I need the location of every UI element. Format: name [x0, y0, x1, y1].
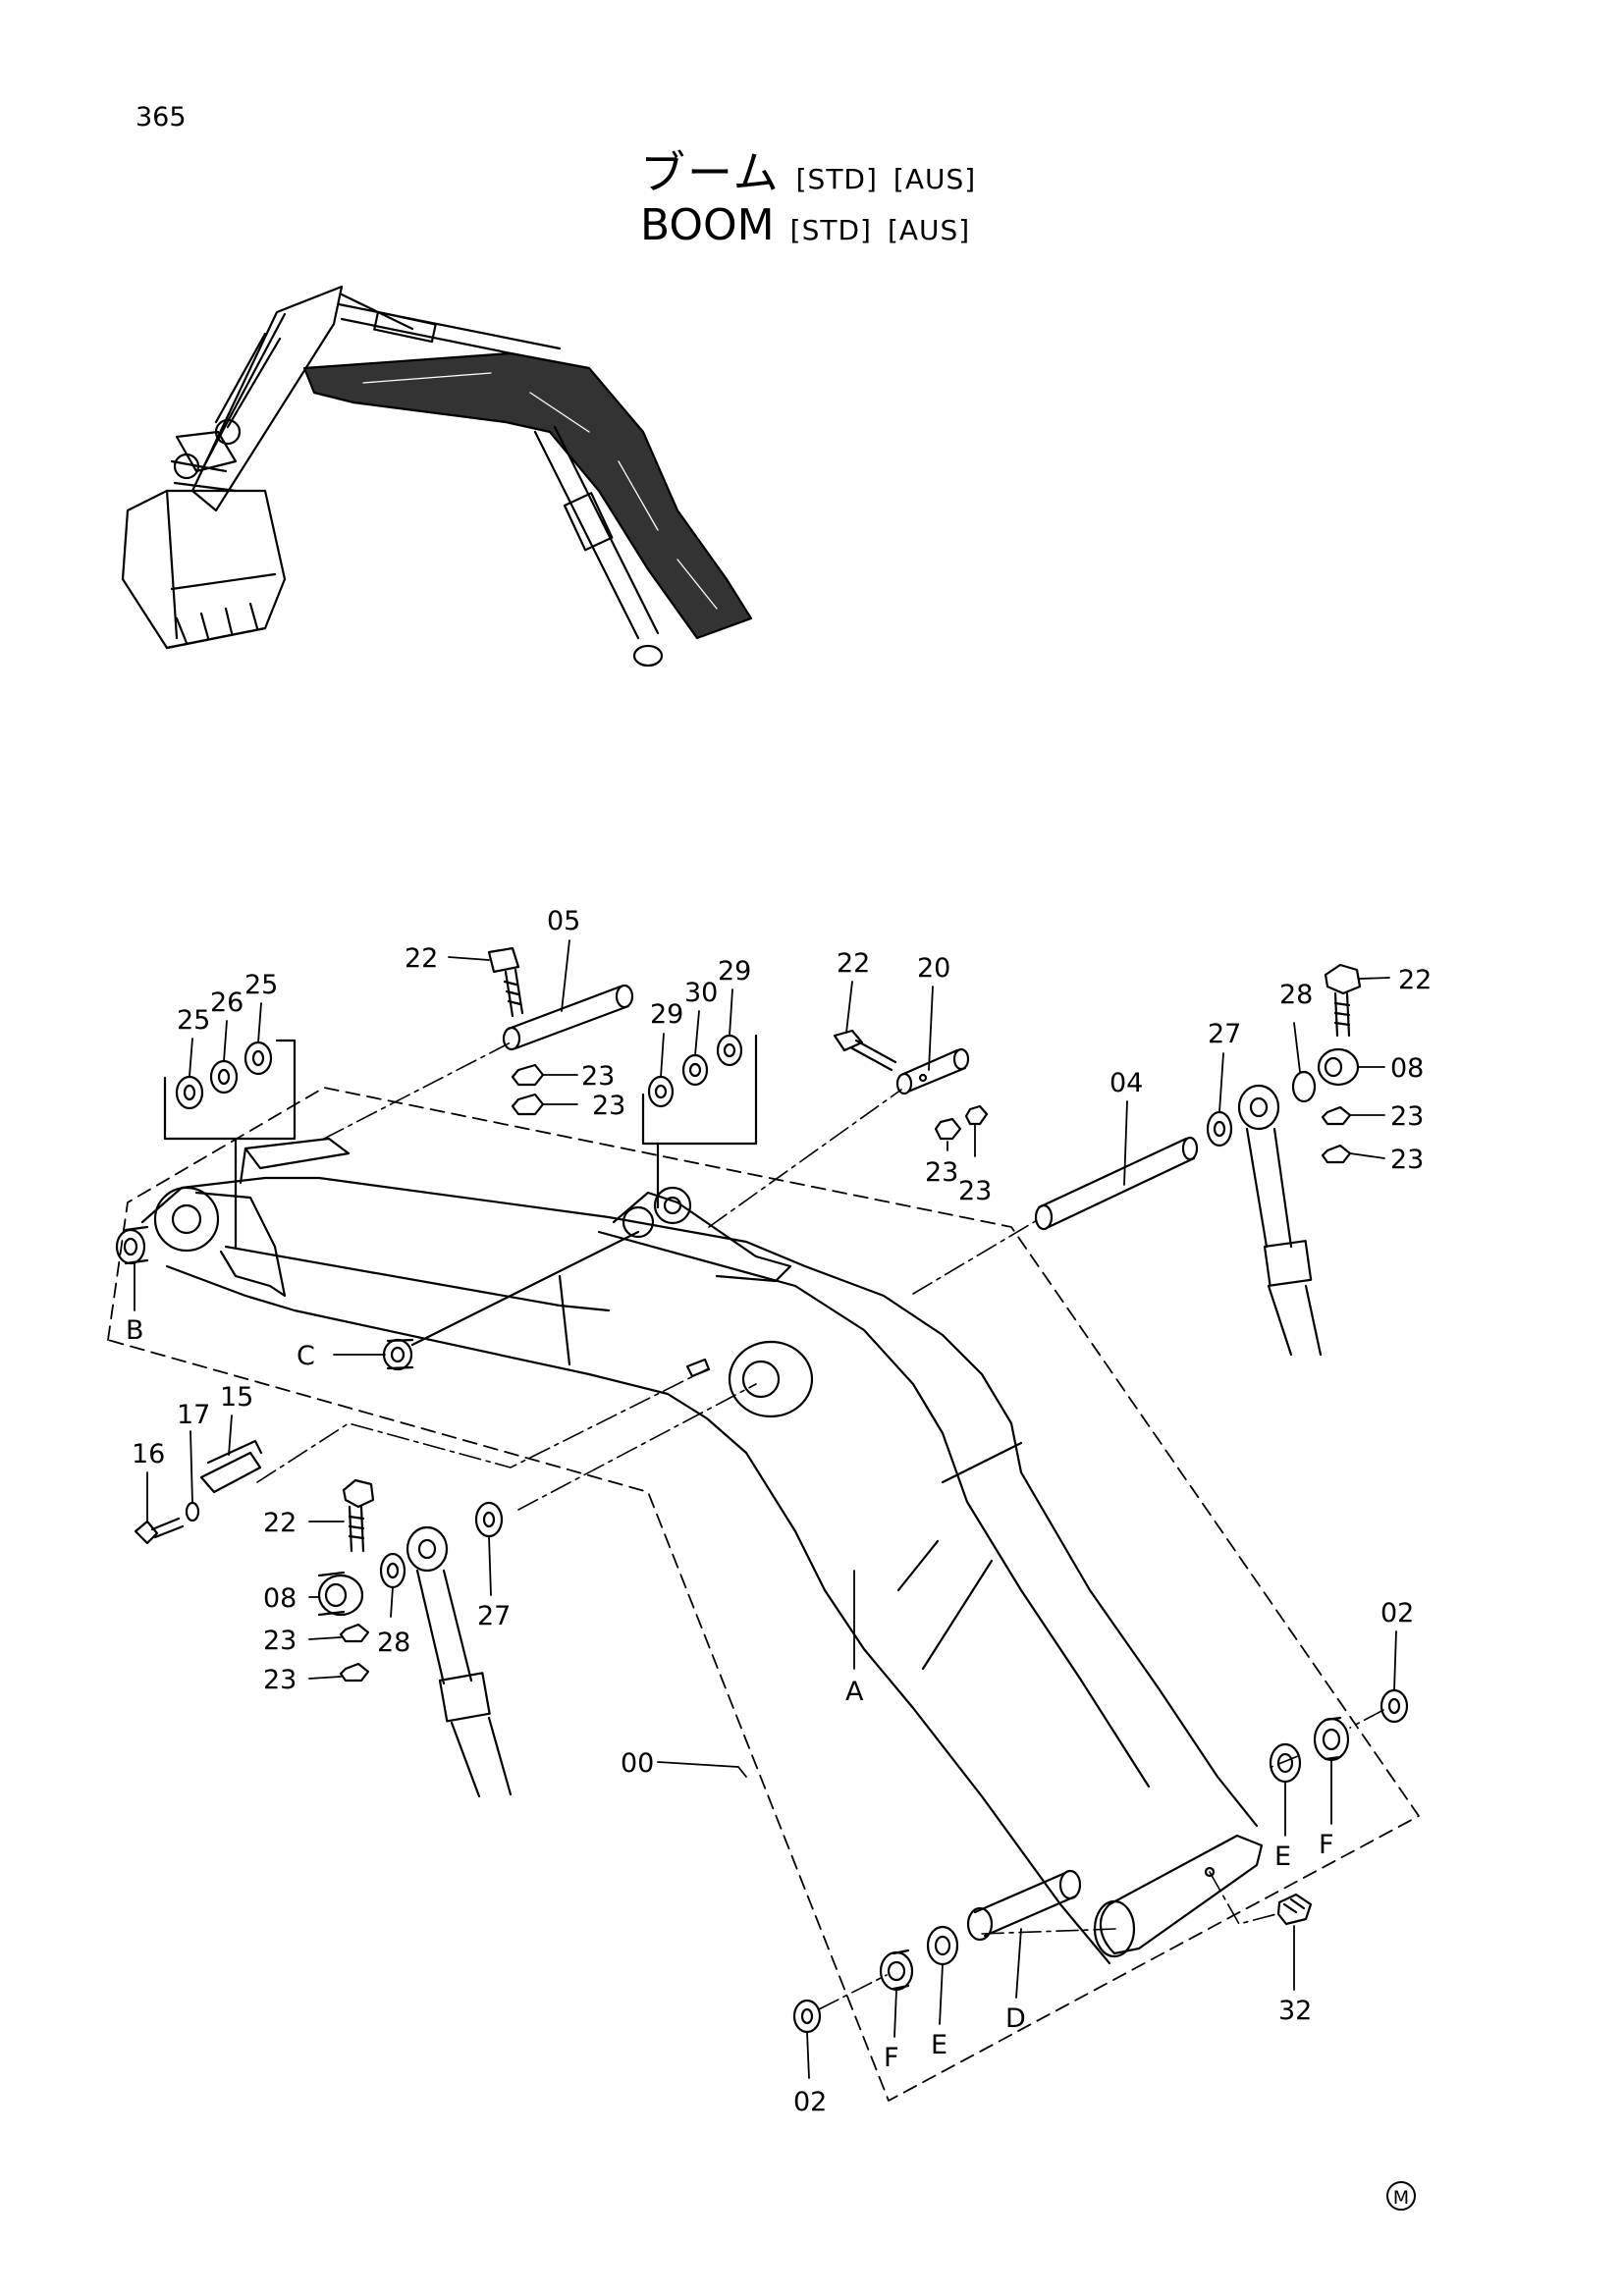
callout-c: C [297, 1341, 315, 1371]
pin-04 [1034, 1136, 1199, 1231]
callout-32: 32 [1278, 1996, 1312, 2026]
callout-23: 23 [581, 1061, 615, 1092]
tag-aus: [AUS] [887, 214, 971, 246]
title-japanese: ブーム [STD] [AUS] [640, 137, 976, 202]
tag-std: [STD] [795, 163, 878, 195]
callout-f: F [1319, 1830, 1334, 1860]
callout-22: 22 [263, 1508, 297, 1538]
callout-23: 23 [1390, 1101, 1424, 1132]
circled-m-mark: M [1386, 2181, 1416, 2211]
washers-25-26-25 [163, 1039, 297, 1249]
bolt-22-top [487, 946, 524, 1018]
callout-27: 27 [1208, 1019, 1241, 1049]
callout-23: 23 [925, 1157, 958, 1188]
bushing-c [382, 1230, 640, 1371]
callout-02: 02 [1380, 1598, 1414, 1629]
callout-25: 25 [177, 1005, 210, 1036]
callout-29: 29 [718, 956, 751, 987]
callout-00: 00 [621, 1748, 654, 1779]
callout-22: 22 [837, 948, 870, 979]
title-jp-text: ブーム [640, 146, 781, 199]
callout-27: 27 [477, 1601, 511, 1631]
callout-23: 23 [263, 1626, 297, 1656]
assembly-boundary-dashed [107, 1087, 1420, 2102]
bushing-b [115, 1225, 149, 1265]
tag-std: [STD] [789, 214, 872, 246]
callout-22: 22 [1398, 965, 1432, 995]
callout-28: 28 [377, 1628, 410, 1658]
foot-pin-group [792, 1688, 1409, 2034]
washers-29-30-29 [641, 1034, 758, 1209]
pin-05 [502, 984, 634, 1051]
callout-08: 08 [263, 1583, 297, 1614]
pin-20-and-bolt-22 [833, 1029, 989, 1141]
boom-body [140, 1137, 1264, 1965]
callout-28: 28 [1279, 980, 1313, 1010]
title-en-text: BOOM [640, 200, 775, 250]
callout-f: F [884, 2043, 899, 2073]
excavator-overview-illustration [121, 285, 753, 667]
assembly-lines [256, 1041, 1384, 2010]
title-english: BOOM [STD] [AUS] [640, 200, 970, 250]
callout-23: 23 [958, 1176, 992, 1206]
callout-02: 02 [793, 2087, 827, 2117]
callout-22: 22 [405, 943, 438, 974]
callout-23: 23 [263, 1665, 297, 1695]
callout-05: 05 [547, 906, 580, 936]
callout-labels: 05 22 25 26 25 23 23 29 30 29 22 20 23 2… [126, 906, 1432, 2117]
callout-20: 20 [917, 953, 950, 984]
callout-25: 25 [244, 970, 278, 1000]
leader-lines [134, 939, 1397, 2079]
callout-04: 04 [1109, 1068, 1143, 1098]
callout-e: E [931, 2030, 947, 2060]
callout-d: D [1005, 2003, 1026, 2034]
callout-23: 23 [1390, 1145, 1424, 1175]
callout-29: 29 [650, 999, 683, 1030]
callout-23: 23 [592, 1091, 625, 1121]
callout-17: 17 [177, 1400, 210, 1430]
nuts-23-top [511, 1063, 545, 1116]
callout-b: B [126, 1315, 144, 1346]
callout-a: A [845, 1677, 864, 1707]
page-number: 365 [135, 102, 187, 133]
callout-15: 15 [220, 1382, 253, 1413]
callout-08: 08 [1390, 1053, 1424, 1084]
callout-30: 30 [684, 978, 718, 1008]
callout-e: E [1274, 1842, 1291, 1872]
callout-16: 16 [132, 1439, 165, 1469]
left-lower-hardware [317, 1478, 513, 1798]
tag-aus: [AUS] [893, 163, 977, 195]
callout-26: 26 [210, 988, 243, 1018]
